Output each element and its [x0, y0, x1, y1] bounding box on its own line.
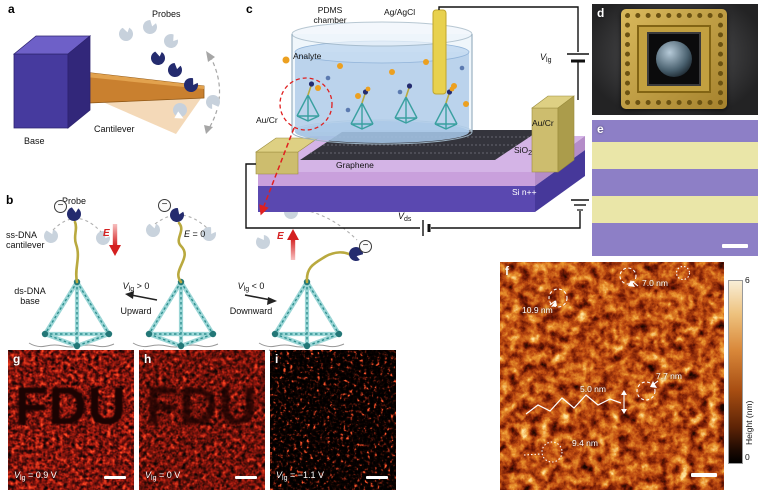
circuit-wires: [245, 6, 581, 229]
afm-annotations-overlay: [523, 265, 691, 463]
cantilever-label: Cantilever: [94, 124, 135, 134]
ag-agcl-electrode: [432, 9, 447, 95]
panel-i-fluorescence: i Vlg = −1.1 V: [270, 350, 396, 490]
panel-d-chip-photo: d: [592, 4, 758, 115]
graphene-label: Graphene: [336, 160, 374, 170]
base-label: Base: [24, 136, 45, 146]
panel-c-label: c: [246, 2, 253, 16]
charge-minus-badge-1: −: [54, 200, 67, 213]
panel-g-fluorescence: FDU g Vlg = 0.9 V: [8, 350, 134, 490]
bound-analyte-dot: [365, 86, 371, 92]
scale-bar: [235, 476, 257, 479]
height-annotation-7-7: 7.7 nm: [656, 371, 682, 381]
height-annotation-7-0: 7.0 nm: [642, 278, 668, 288]
cantilever-beam-highlight: [66, 70, 204, 89]
swing-arc-arrowhead-top: [206, 51, 215, 62]
scale-bar: [722, 244, 748, 248]
au-cr-right-label: Au/Cr: [532, 118, 554, 128]
base-cube: [12, 35, 92, 129]
dna-tetrahedron-1: [42, 279, 112, 349]
panel-e-micrograph: e: [592, 120, 758, 256]
vlg-label: Vlg: [540, 52, 552, 64]
probe-label: Probe: [62, 196, 87, 206]
e-field-arrow-up: [287, 229, 299, 260]
panel-b-label: b: [6, 193, 14, 207]
vds-label: Vds: [398, 211, 412, 223]
si-label: Si n++: [512, 187, 537, 197]
ground-symbol: [571, 199, 589, 211]
sio2-label: SiO2: [514, 145, 533, 157]
panel-f-afm-image: f 7.0 nm 10.9 nm 7.7 nm 5.0 nm 9.4 nm: [500, 262, 724, 490]
e-field-arrow-down: [109, 224, 121, 256]
height-colorbar: [728, 280, 743, 464]
magnifier-arrowhead: [259, 204, 269, 216]
panel-c-device-schematic: [245, 6, 589, 236]
ion-dots: [325, 65, 465, 113]
height-annotation-5-0: 5.0 nm: [580, 384, 606, 394]
panel-h-label: h: [144, 352, 152, 366]
vlg-battery-symbol: [567, 53, 589, 63]
charge-minus-badge-3: −: [359, 240, 372, 253]
charge-minus-badge-2: −: [158, 199, 171, 212]
swing-arc: [207, 55, 221, 131]
colorbar-min: 0: [745, 452, 750, 462]
panel-i-label: i: [275, 352, 279, 366]
chip-sensor-window: [656, 41, 692, 77]
transition-arrow-downward: [244, 294, 277, 305]
bound-analyte-dot: [449, 86, 455, 92]
e-field-label-up: E: [277, 231, 284, 242]
electrode-right: [531, 95, 575, 173]
fluorescence-noise-texture: [8, 350, 134, 490]
e-field-label-down: E: [103, 228, 110, 239]
vlg-positive-label: Vlg > 0: [122, 281, 150, 293]
annotation-arrowheads: [551, 280, 657, 414]
scale-bar: [691, 473, 717, 477]
colorbar-max: 6: [745, 275, 750, 285]
panel-a-label: a: [8, 2, 15, 16]
e-zero-label: E = 0: [184, 229, 206, 239]
vlg-negative-label: Vlg < 0: [237, 281, 265, 293]
fluorescence-noise-texture: [270, 350, 396, 490]
au-cr-left-label: Au/Cr: [256, 115, 278, 125]
ss-dna-strands: [73, 220, 353, 284]
upward-label: Upward: [120, 306, 152, 316]
height-annotation-9-4: 9.4 nm: [572, 438, 598, 448]
magnified-region-indicator: [263, 77, 333, 207]
transition-arrow-upward: [125, 291, 158, 301]
analyte-label: Analyte: [293, 51, 322, 61]
panel-e-label: e: [597, 122, 604, 136]
panel-g-label: g: [13, 352, 21, 366]
height-annotation-10-9: 10.9 nm: [522, 305, 553, 315]
fluorescence-noise-texture: [139, 350, 265, 490]
fdu-pattern: FDU: [15, 377, 127, 436]
downward-label: Downward: [229, 306, 273, 316]
gate-voltage-label: Vlg = 0 V: [145, 470, 181, 483]
dna-tetrahedron-3: [272, 279, 342, 349]
gate-voltage-label: Vlg = 0.9 V: [14, 470, 57, 483]
panel-d-label: d: [597, 6, 605, 20]
chip-pins: [625, 13, 723, 105]
colorbar-label: Height (nm): [744, 400, 754, 445]
scale-bar: [104, 476, 126, 479]
fdu-pattern: FDU: [146, 377, 258, 436]
swing-arc-arrowhead-bottom: [204, 125, 213, 134]
panel-f-label: f: [505, 264, 509, 278]
probes-label: Probes: [152, 9, 181, 19]
chip-package: [621, 9, 727, 109]
afm-noise-texture: [500, 262, 724, 490]
panel-a-illustration: [12, 16, 225, 134]
vds-battery-symbol: [422, 220, 431, 236]
scale-bar: [366, 476, 388, 479]
panel-h-fluorescence: FDU h Vlg = 0 V: [139, 350, 265, 490]
analyte-legend-dot: [282, 56, 290, 64]
analyte-dots: [315, 59, 469, 107]
probe-neutral: [168, 204, 187, 224]
gate-voltage-label: Vlg = −1.1 V: [276, 470, 324, 483]
ag-agcl-label: Ag/AgCl: [384, 7, 416, 17]
